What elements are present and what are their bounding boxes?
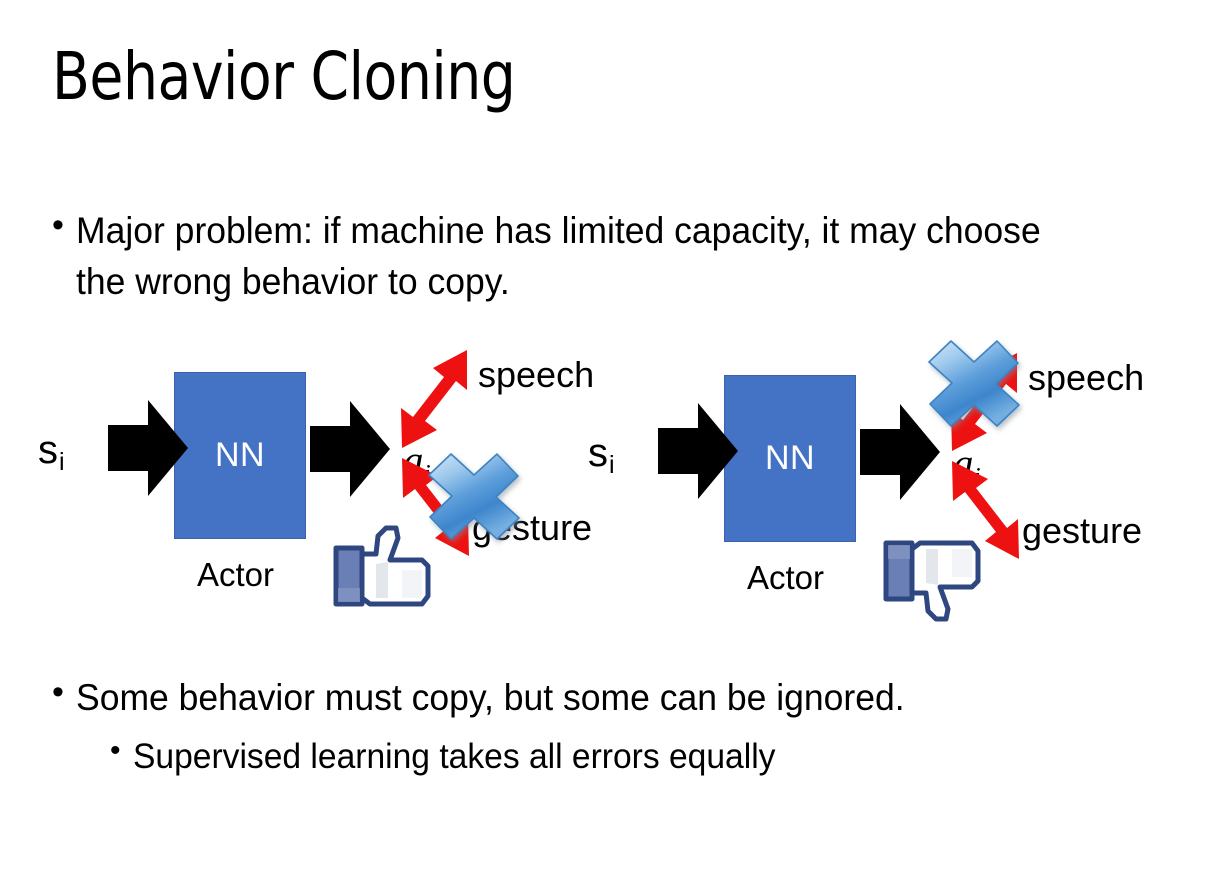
neural-network-box: NN — [724, 375, 856, 542]
thumbs-up-icon — [333, 525, 431, 607]
bullet-item-some-behavior: • Some behavior must copy, but some can … — [52, 672, 1162, 723]
actor-caption: Actor — [197, 556, 275, 593]
cross-out-speech-icon — [928, 340, 1020, 427]
input-arrow-icon — [658, 403, 738, 499]
double-arrow-speech-icon — [401, 350, 467, 448]
double-arrow-gesture-icon — [952, 461, 1019, 559]
diagram-behavior-cloning-bad: si NN Actor ˆa i speech gesture — [560, 333, 1160, 633]
bullet-text: Some behavior must copy, but some can be… — [75, 677, 905, 718]
input-arrow-icon — [108, 400, 188, 496]
state-label: si — [38, 428, 65, 476]
bullet-item-major-problem: • Major problem: if machine has limited … — [52, 205, 1142, 307]
diagram-behavior-cloning-good: si NN Actor ˆa i speech gesture — [10, 330, 610, 630]
neural-network-label: NN — [764, 439, 816, 477]
neural-network-box: NN — [174, 372, 306, 539]
diagram-graphics-right — [658, 340, 1020, 622]
output-label-speech: speech — [1028, 357, 1145, 398]
diagram-graphics-left — [108, 350, 520, 607]
output-label-speech: speech — [478, 354, 595, 395]
bullet-item-supervised-learning: • Supervised learning takes all errors e… — [110, 733, 1160, 781]
bullet-marker: • — [110, 734, 121, 767]
output-arrow-icon — [860, 404, 940, 500]
actor-caption: Actor — [747, 559, 825, 596]
output-label-gesture: gesture — [1022, 510, 1143, 551]
thumbs-down-icon — [883, 540, 981, 622]
output-arrow-icon — [310, 401, 390, 497]
neural-network-label: NN — [214, 436, 266, 474]
bullet-text: Major problem: if machine has limited ca… — [75, 210, 1041, 303]
cross-out-gesture-icon — [428, 453, 520, 540]
bullet-marker: • — [52, 206, 64, 244]
bullet-text: Supervised learning takes all errors equ… — [132, 737, 775, 776]
page-title: Behavior Cloning — [52, 38, 516, 115]
state-label: si — [588, 431, 615, 479]
bullet-marker: • — [52, 673, 64, 711]
